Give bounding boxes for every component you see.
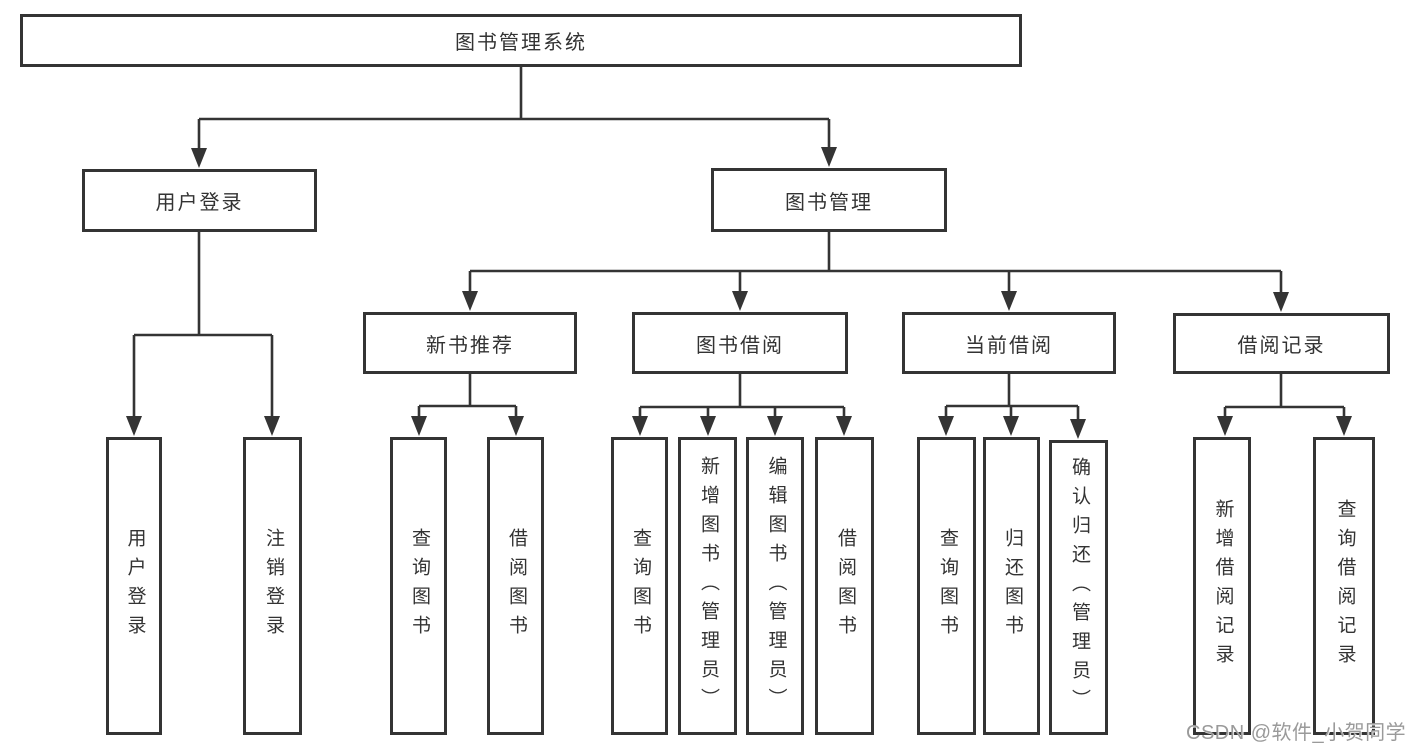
arrow-down-icon [126, 416, 142, 436]
node-label: 新书推荐 [426, 334, 514, 357]
arrow-down-icon [462, 291, 478, 311]
arrow-down-icon [191, 148, 207, 168]
leaf-label: 查询图书 [629, 528, 651, 644]
node-label: 图书借阅 [696, 334, 784, 357]
connector-borrowrecord-to-leaves [1223, 374, 1346, 422]
arrow-down-icon [938, 416, 954, 436]
connector-currentborrow-to-leaves [944, 374, 1080, 425]
leaf-confirm-return-admin: 确认归还（管理员） [1049, 440, 1108, 735]
arrow-down-icon [767, 416, 783, 436]
arrow-down-icon [411, 416, 427, 436]
leaf-label: 注销登录 [262, 528, 284, 644]
leaf-label: 查询图书 [936, 528, 958, 644]
node-book-management: 图书管理 [711, 168, 947, 232]
leaf-label: 确认归还（管理员） [1068, 457, 1090, 718]
node-new-book-recommend: 新书推荐 [363, 312, 577, 374]
leaf-add-borrow-record: 新增借阅记录 [1193, 437, 1251, 735]
leaf-add-book-admin: 新增图书（管理员） [678, 437, 737, 735]
connector-root-to-level2 [197, 67, 831, 152]
node-label: 图书管理 [785, 191, 873, 214]
arrow-down-icon [508, 416, 524, 436]
arrow-down-icon [1336, 416, 1352, 436]
arrow-down-icon [700, 416, 716, 436]
leaf-label: 编辑图书（管理员） [765, 455, 787, 717]
arrow-down-icon [632, 416, 648, 436]
node-label: 用户登录 [155, 192, 244, 214]
leaf-return-book: 归还图书 [983, 437, 1040, 735]
leaf-label: 借阅图书 [834, 528, 856, 644]
arrowhead-icons [126, 147, 1352, 439]
connector-newbook-to-leaves [417, 374, 518, 422]
leaf-label: 新增图书（管理员） [697, 455, 719, 717]
leaf-logout: 注销登录 [243, 437, 302, 735]
leaf-label: 查询图书 [408, 528, 430, 644]
node-label: 借阅记录 [1237, 335, 1326, 357]
leaf-label: 归还图书 [1001, 528, 1023, 644]
leaf-edit-book-admin: 编辑图书（管理员） [746, 437, 804, 735]
node-borrow-record: 借阅记录 [1173, 313, 1390, 374]
leaf-label: 查询借阅记录 [1334, 499, 1356, 673]
connector-userlogin-to-leaves [132, 232, 274, 422]
leaf-query-borrow-record: 查询借阅记录 [1313, 437, 1375, 735]
arrow-down-icon [1003, 416, 1019, 436]
arrow-down-icon [264, 416, 280, 436]
connector-mgmt-to-level3 [468, 232, 1283, 298]
leaf-borrow-book: 借阅图书 [815, 437, 874, 735]
leaf-label: 借阅图书 [505, 528, 527, 644]
leaf-user-login: 用户登录 [106, 437, 162, 735]
arrow-down-icon [821, 147, 837, 167]
arrow-down-icon [1217, 416, 1233, 436]
arrow-down-icon [1070, 419, 1086, 439]
node-book-borrow: 图书借阅 [632, 312, 848, 374]
arrow-down-icon [1273, 292, 1289, 312]
arrow-down-icon [836, 416, 852, 436]
leaf-query-book: 查询图书 [390, 437, 447, 735]
node-current-borrow: 当前借阅 [902, 312, 1116, 374]
leaf-query-book: 查询图书 [917, 437, 976, 735]
connector-bookborrow-to-leaves [638, 374, 846, 422]
arrow-down-icon [1001, 291, 1017, 311]
node-library-management-system: 图书管理系统 [20, 14, 1022, 67]
leaf-label: 新增借阅记录 [1212, 499, 1234, 673]
leaf-label: 用户登录 [124, 528, 146, 644]
node-user-login: 用户登录 [82, 169, 317, 232]
node-label: 图书管理系统 [455, 32, 587, 54]
leaf-borrow-book: 借阅图书 [487, 437, 544, 735]
csdn-watermark: CSDN @软件_小贺同学 [1186, 722, 1405, 744]
arrow-down-icon [732, 291, 748, 311]
node-label: 当前借阅 [965, 334, 1053, 357]
leaf-query-book: 查询图书 [611, 437, 668, 735]
